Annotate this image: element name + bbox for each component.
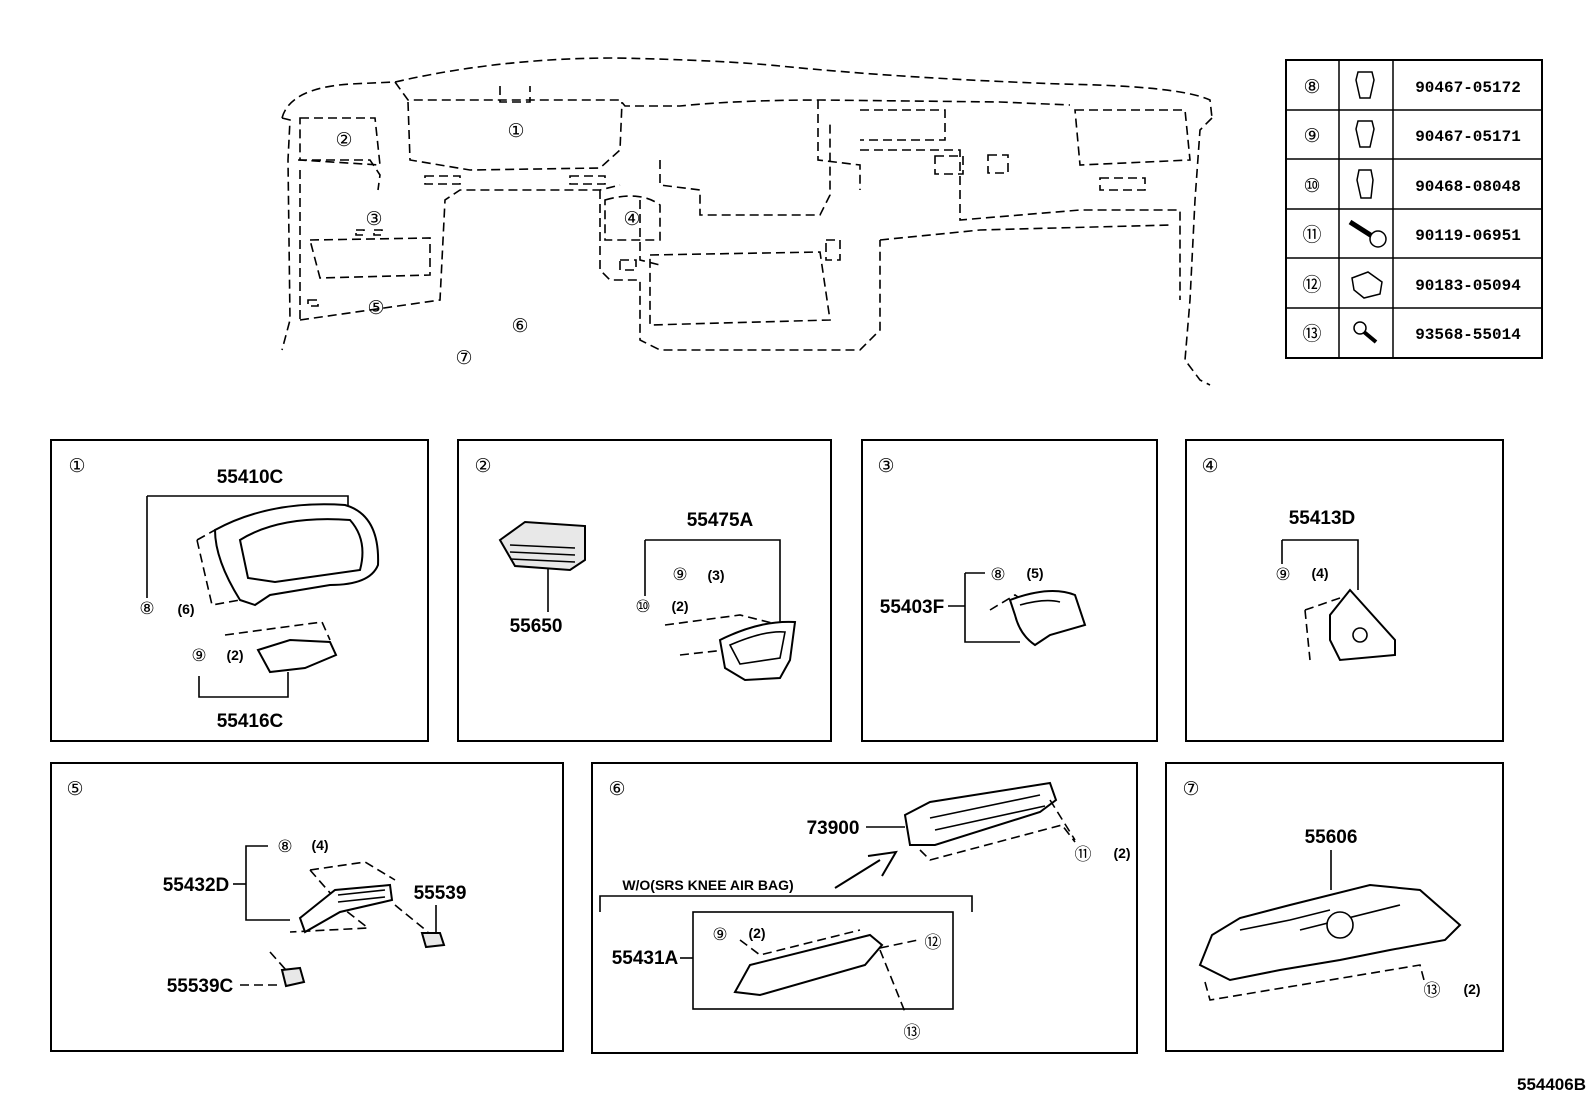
callout-3: ③ [365,208,382,230]
qty-label: (2) [671,598,688,614]
qty-label: (4) [1311,565,1328,581]
clip-icon [1355,71,1375,99]
qty-label: (2) [226,647,243,663]
part-label-55410C: 55410C [217,467,284,488]
qty-label: (2) [748,925,765,941]
part-label-55606: 55606 [1305,827,1358,848]
part-label-55650: 55650 [510,616,563,637]
table-ref: ⑨ [1303,125,1320,147]
clip-ref: ⑧ [277,837,292,857]
table-part-number: 90119-06951 [1415,227,1521,245]
part-label-55539: 55539 [414,883,467,904]
panel-ref: ⑥ [608,778,625,800]
clip-ref: ⑨ [672,565,687,585]
callout-2: ② [335,129,352,151]
table-ref: ⑩ [1303,175,1320,197]
callout-4: ④ [623,208,640,230]
part-label-55539C: 55539C [167,976,234,997]
nut-ref: ⑫ [925,933,942,953]
qty-label: (2) [1113,845,1130,861]
variant-note: W/O(SRS KNEE AIR BAG) [622,877,793,893]
clip-ref: ⑧ [139,599,154,619]
part-label-73900: 73900 [807,818,860,839]
clip-icon [1356,169,1374,199]
nut-icon [1351,271,1383,299]
callout-1: ① [507,120,524,142]
table-part-number: 90467-05171 [1415,128,1521,146]
panel-6: ⑥ 73900 ⑪ (2) W/O(SRS KNEE AIR BAG) 5543… [591,762,1138,1054]
dashboard-overview [281,57,1213,386]
panel-ref: ① [68,455,85,477]
screw-ref: ⑬ [904,1023,921,1043]
panel-5: ⑤ ⑧ (4) 55432D 55539 55539C [50,762,564,1052]
part-label-55416C: 55416C [217,711,284,732]
part-label-55432D: 55432D [163,875,230,896]
part-label-55413D: 55413D [1289,508,1356,529]
callout-5: ⑤ [367,297,384,319]
part-label-55403F: 55403F [880,597,944,618]
table-part-number: 90183-05094 [1415,277,1521,295]
table-ref: ⑫ [1302,274,1321,296]
qty-label: (3) [707,567,724,583]
panel-3: ③ ⑧ (5) 55403F [861,439,1158,742]
qty-label: (6) [177,601,194,617]
bolt-ref: ⑪ [1075,845,1092,865]
qty-label: (2) [1463,981,1480,997]
clip-ref: ⑩ [635,597,650,617]
bolt-icon [1348,219,1387,248]
overview-callouts: ① ② ③ ④ ⑤ ⑥ ⑦ [335,120,640,369]
panel-4: ④ 55413D ⑨ (4) [1185,439,1504,742]
panel-7: ⑦ 55606 ⑬ (2) [1165,762,1504,1052]
panel-ref: ③ [877,455,894,477]
callout-6: ⑥ [511,315,528,337]
panel-ref: ④ [1201,455,1218,477]
panel-ref: ⑤ [66,778,83,800]
part-label-55431A: 55431A [612,948,679,969]
clip-ref: ⑨ [191,646,206,666]
clip-icon [1355,120,1375,148]
arrow-icon [834,850,898,889]
clip-ref: ⑨ [712,925,727,945]
clip-ref: ⑨ [1275,565,1290,585]
table-part-number: 90467-05172 [1415,79,1521,97]
table-part-number: 93568-55014 [1415,326,1521,344]
table-ref: ⑬ [1302,323,1321,345]
callout-7: ⑦ [455,347,472,369]
panel-ref: ⑦ [1182,778,1199,800]
qty-label: (4) [311,837,328,853]
panel-1: ① 55410C ⑧ (6) ⑨ (2) 55416C [50,439,429,742]
screw-icon [1353,321,1378,344]
qty-label: (5) [1026,565,1043,581]
clip-ref: ⑧ [990,565,1005,585]
table-part-number: 90468-08048 [1415,178,1521,196]
table-ref: ⑧ [1303,76,1320,98]
screw-ref: ⑬ [1424,981,1441,1001]
panel-ref: ② [474,455,491,477]
panel-2: ② 55650 55475A ⑨ (3) ⑩ (2) [457,439,832,742]
drawing-id: 554406B [1517,1075,1586,1094]
part-label-55475A: 55475A [687,510,754,531]
fastener-table: ⑧ 90467-05172 ⑨ 90467-05171 ⑩ 90468-0804… [1285,59,1543,359]
table-ref: ⑪ [1302,224,1321,246]
